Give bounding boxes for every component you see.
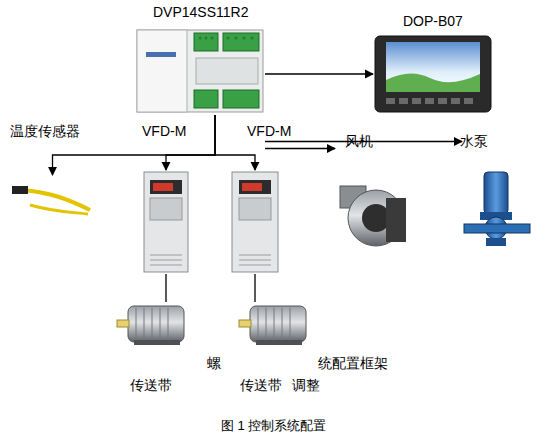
fragment-text: 统配置框架 xyxy=(318,355,388,372)
sensor-box: 温度传感器 xyxy=(10,175,95,220)
fan-picture xyxy=(340,186,406,246)
device-label: 温度传感器 xyxy=(10,123,80,140)
connector-line xyxy=(265,148,335,149)
pump-box: 水泵 xyxy=(462,168,530,248)
connector-line xyxy=(265,73,373,74)
motor-box: 传送带 xyxy=(115,302,193,347)
device-label: 水泵 xyxy=(460,133,488,150)
motor-picture xyxy=(117,306,184,345)
device-label: 风机 xyxy=(345,133,373,150)
note-text: 调整 xyxy=(292,377,320,394)
inverter-picture xyxy=(144,172,188,272)
device-label: 传送带 xyxy=(130,377,172,394)
plc-picture xyxy=(137,30,263,112)
plc-box: DVP14SS11R2 xyxy=(135,28,265,115)
connector-line xyxy=(165,274,166,302)
pump-picture xyxy=(464,172,530,246)
device-label: VFD-M xyxy=(142,123,186,140)
device-label: VFD-M xyxy=(247,123,291,140)
fragment-text: 螺 xyxy=(207,355,221,372)
device-label: DVP14SS11R2 xyxy=(153,4,248,21)
touchscreen-box: DOP-B07 xyxy=(373,35,493,113)
inverter-box: VFD-M xyxy=(142,170,190,274)
motor-picture xyxy=(239,306,306,345)
figure-caption: 图 1 控制系统配置 xyxy=(221,418,326,434)
inverter-picture xyxy=(232,172,278,272)
connector-line xyxy=(254,274,255,302)
inverter-box: VFD-M xyxy=(230,170,280,274)
touchscreen-picture xyxy=(375,36,491,112)
device-label: DOP-B07 xyxy=(403,13,463,30)
sensor-picture xyxy=(12,186,90,214)
device-label: 传送带 xyxy=(240,377,282,394)
motor-box: 传送带 xyxy=(235,302,310,347)
fan-box: 风机 xyxy=(335,182,410,250)
